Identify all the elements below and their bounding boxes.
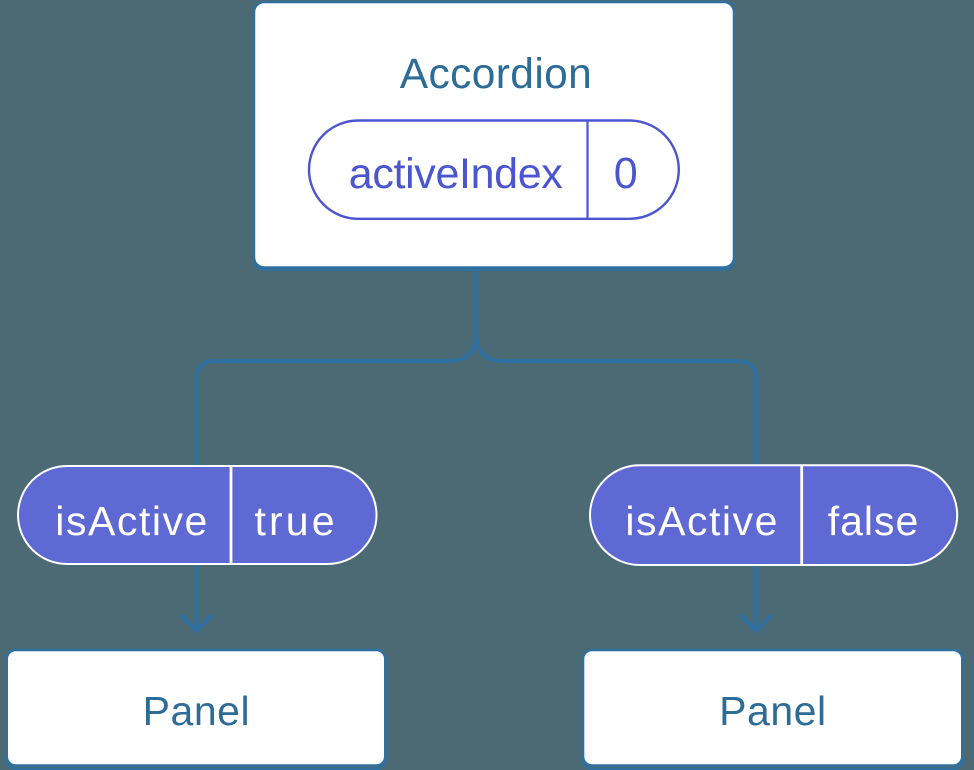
svg-text:Accordion: Accordion (400, 51, 592, 98)
svg-text:Panel: Panel (143, 688, 250, 734)
svg-text:activeIndex: activeIndex (349, 150, 564, 198)
svg-text:isActive: isActive (55, 498, 207, 544)
svg-text:isActive: isActive (625, 498, 777, 544)
svg-text:0: 0 (614, 149, 638, 198)
svg-text:false: false (828, 498, 919, 544)
svg-text:Panel: Panel (719, 688, 826, 734)
